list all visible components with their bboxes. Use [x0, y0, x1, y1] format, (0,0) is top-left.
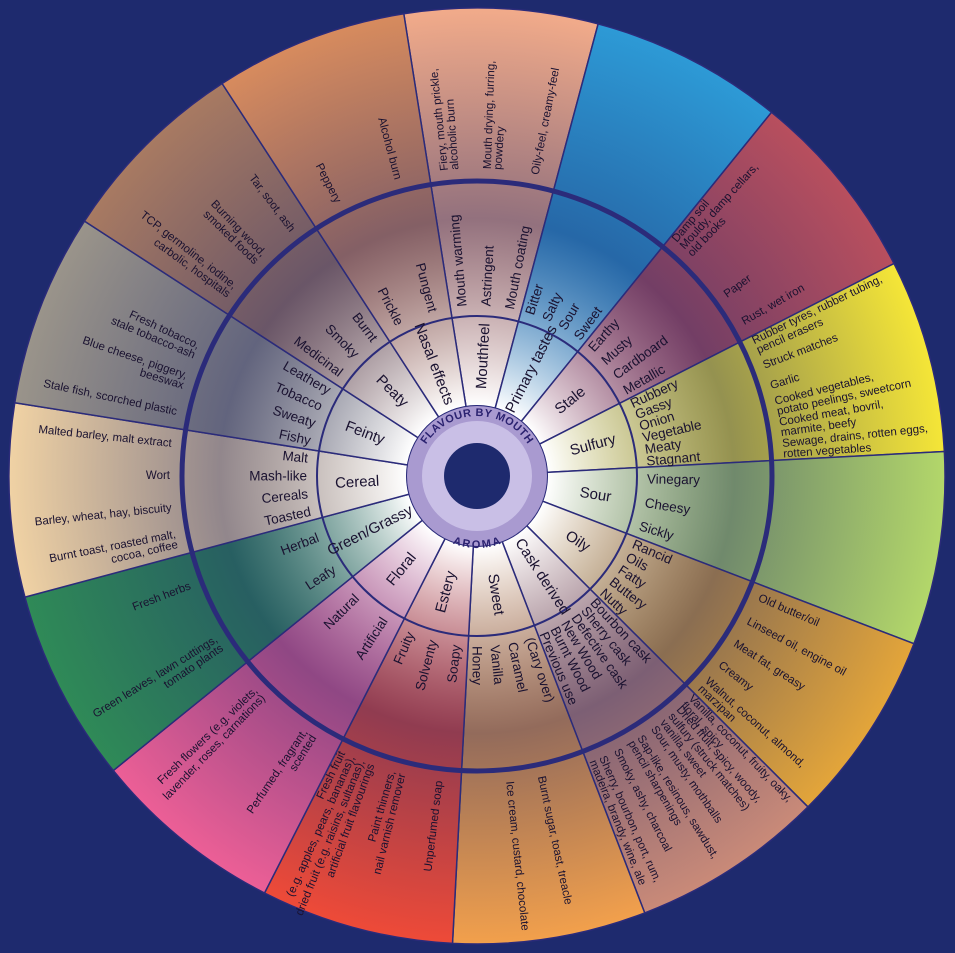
- category-label-sour: Sour: [579, 484, 613, 506]
- subcategory-meaty: Meaty: [644, 436, 683, 457]
- descriptor-alcoholic-burn: alcoholic burn: [444, 99, 461, 171]
- subcategory-vanilla: Vanilla: [487, 644, 506, 685]
- subcategory-cheesy: Cheesy: [644, 495, 692, 517]
- subcategory-vinegary: Vinegary: [647, 471, 701, 487]
- center-hub: FLAVOUR BY MOUTH AROMA: [407, 406, 547, 551]
- descriptor-powdery: powdery: [492, 126, 507, 170]
- descriptor-wort: Wort: [146, 470, 171, 482]
- subcategory-malt: Malt: [282, 448, 309, 466]
- category-label-mouthfeel: Mouthfeel: [473, 323, 493, 390]
- subcategory-astringent: Astringent: [478, 245, 496, 307]
- ring-border-2: [179, 178, 775, 774]
- inner-ring: [181, 180, 773, 772]
- subcategory-cereals: Cereals: [261, 486, 309, 506]
- center-label-bottom: AROMA: [452, 535, 503, 551]
- subcategory-honey: Honey: [470, 646, 485, 685]
- subcategory-mash-like: Mash-like: [249, 469, 307, 484]
- ring-border-1: [316, 315, 638, 637]
- subcategory-soapy: Soapy: [444, 644, 464, 684]
- descriptor-mouth-drying-furring: Mouth drying, furring,: [482, 60, 498, 169]
- subcategory-fishy: Fishy: [278, 427, 313, 448]
- category-label-sweet: Sweet: [484, 573, 507, 618]
- subcategory-stagnant: Stagnant: [646, 449, 701, 469]
- hub-core-circle: [444, 443, 510, 509]
- category-label-cereal: Cereal: [335, 473, 380, 492]
